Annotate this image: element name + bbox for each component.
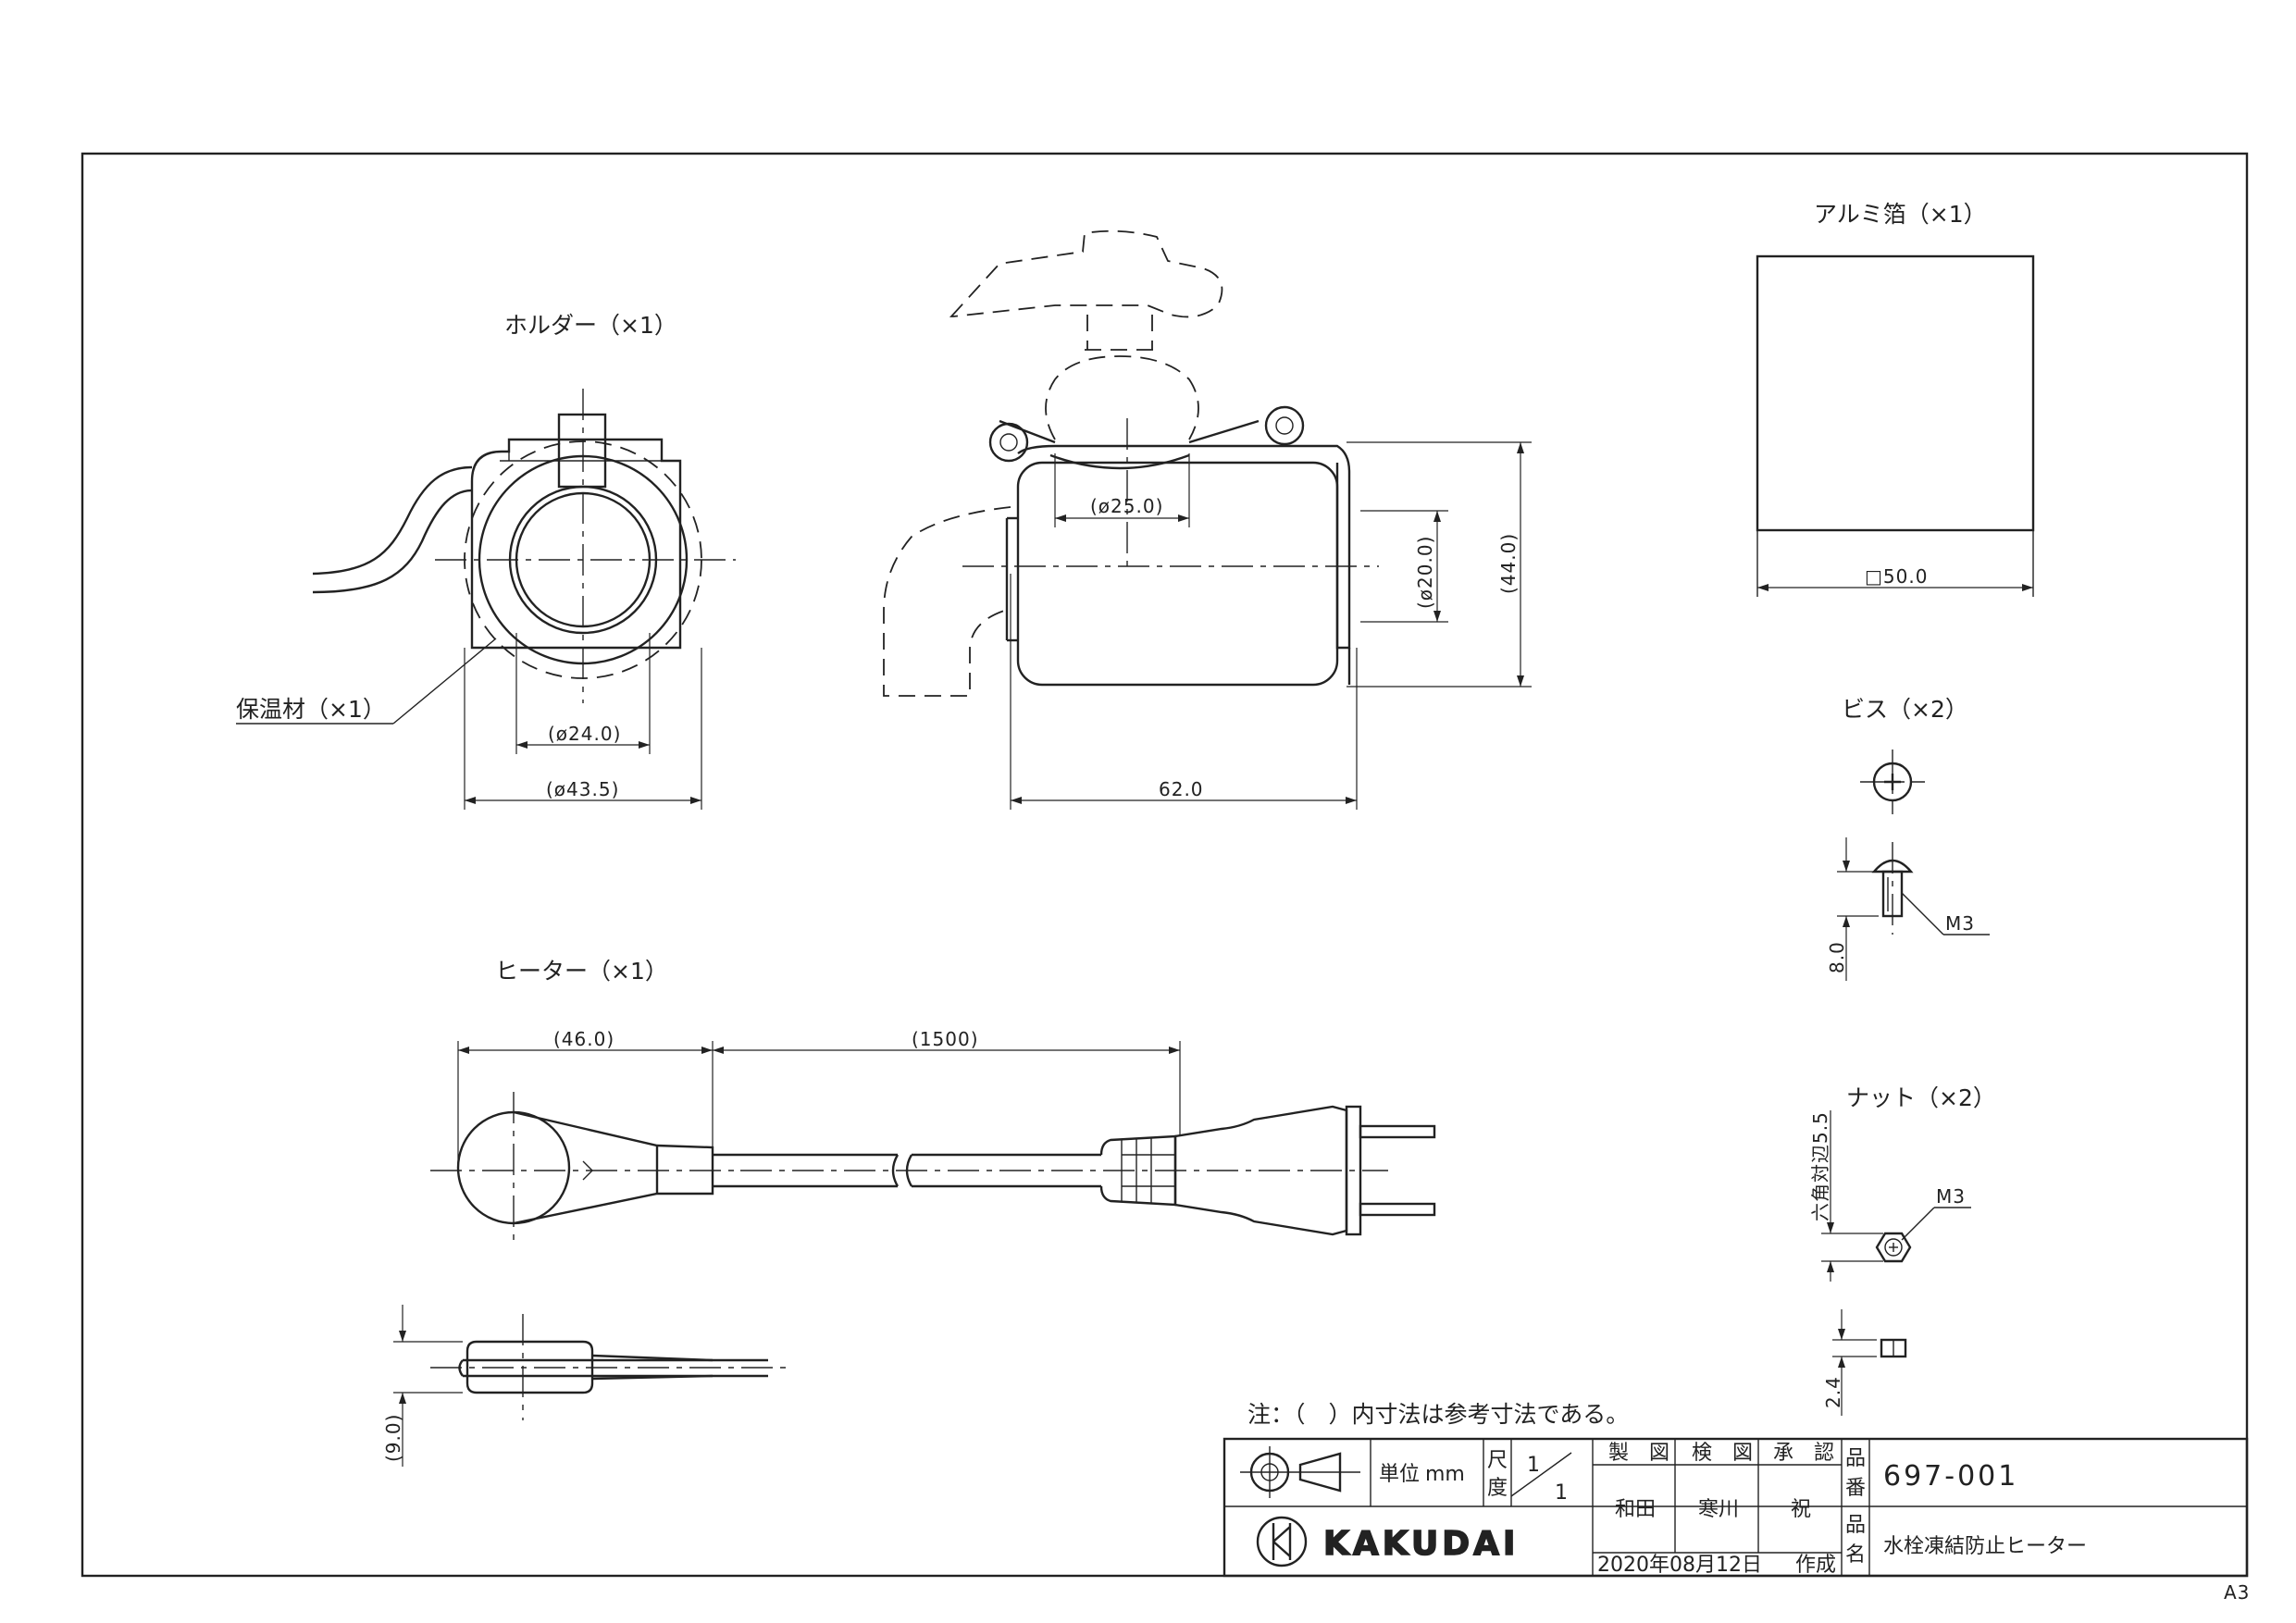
cord-length-dim: (1500) [912,1028,979,1050]
created-label: 作成 [1795,1554,1836,1577]
insulation-label: 保温材（×1） [236,696,386,723]
drawn-label: 製 図 [1608,1442,1669,1465]
projection-symbol-icon [1240,1446,1360,1498]
scale-label-2: 度 [1487,1477,1508,1500]
title-block: 単位 mm 尺 度 1 1 製 図 検 図 承 認 和田 寒川 祝 品 番 69… [1222,1437,2249,1578]
checked-by: 寒川 [1698,1498,1739,1521]
scale-label-1: 尺 [1487,1449,1508,1472]
approved-by: 祝 [1791,1498,1811,1521]
body-length-dim: 62.0 [1159,778,1204,800]
holder-label: ホルダー（×1） [504,312,677,339]
brand-name: KAKUDAI [1323,1525,1519,1563]
kakudai-logo-icon [1256,1516,1308,1567]
screw-length-dim: 8.0 [1826,941,1848,973]
nut-thread-label: M3 [1936,1185,1966,1208]
checked-label: 検 図 [1692,1442,1753,1465]
screw-thread-label: M3 [1945,912,1975,935]
unit-label: 単位 [1379,1463,1420,1486]
heater-thickness-dim: (9.0) [382,1414,404,1462]
drawing-date: 2020年08月12日 [1597,1554,1762,1577]
scale-numerator: 1 [1527,1454,1540,1477]
faucet-bore-dim: (ø25.0) [1090,495,1163,517]
part-name-label-1: 品 [1845,1514,1866,1537]
holder-outer-dim: (ø43.5) [546,778,619,800]
foil-label: アルミ箔（×1） [1814,201,1987,228]
foil-size-dim: □50.0 [1865,565,1928,588]
approved-label: 承 認 [1773,1442,1834,1465]
faucet-side-view: (ø25.0) (ø20.0) (44.0) 62.0 [883,229,1532,810]
pipe-dia-dim: (ø20.0) [1414,536,1436,609]
holder-inner-dim: (ø24.0) [548,723,621,745]
part-number: 697-001 [1883,1460,2018,1493]
sheet-size: A3 [2224,1581,2250,1604]
part-name: 水栓凍結防止ヒーター [1883,1535,2087,1558]
drawing-border [81,152,2249,1578]
screw-label: ビス（×2） [1842,696,1968,723]
heater-label: ヒーター（×1） [495,958,668,985]
holder-view: ホルダー（×1） 保温材（×1） (ø24.0) (ø43.5) [236,312,736,810]
drawn-by: 和田 [1615,1498,1656,1521]
scale-denominator: 1 [1555,1481,1568,1505]
heater-head-dim: (46.0) [553,1028,614,1050]
aluminium-foil-view: アルミ箔（×1） □50.0 [1756,201,2035,597]
part-no-label-2: 番 [1845,1477,1866,1500]
part-name-label-2: 名 [1845,1543,1866,1567]
nut-view: ナット（×2） 六角対辺5.5 M3 2.4 [1809,1084,1996,1416]
nut-flats-dim: 六角対辺5.5 [1809,1111,1831,1221]
reference-dimension-note: 注：（ ）内寸法は参考寸法である。 [1247,1401,1629,1428]
unit-value: mm [1425,1463,1465,1486]
body-height-dim: (44.0) [1497,533,1520,594]
heater-side-view: (9.0) [382,1305,787,1467]
nut-label: ナット（×2） [1846,1084,1996,1111]
part-no-label-1: 品 [1845,1447,1866,1470]
heater-view: ヒーター（×1） (46.0) (1500) [430,958,1436,1245]
screw-view: ビス（×2） 8.0 M3 [1826,696,1990,981]
nut-thickness-dim: 2.4 [1822,1376,1844,1408]
